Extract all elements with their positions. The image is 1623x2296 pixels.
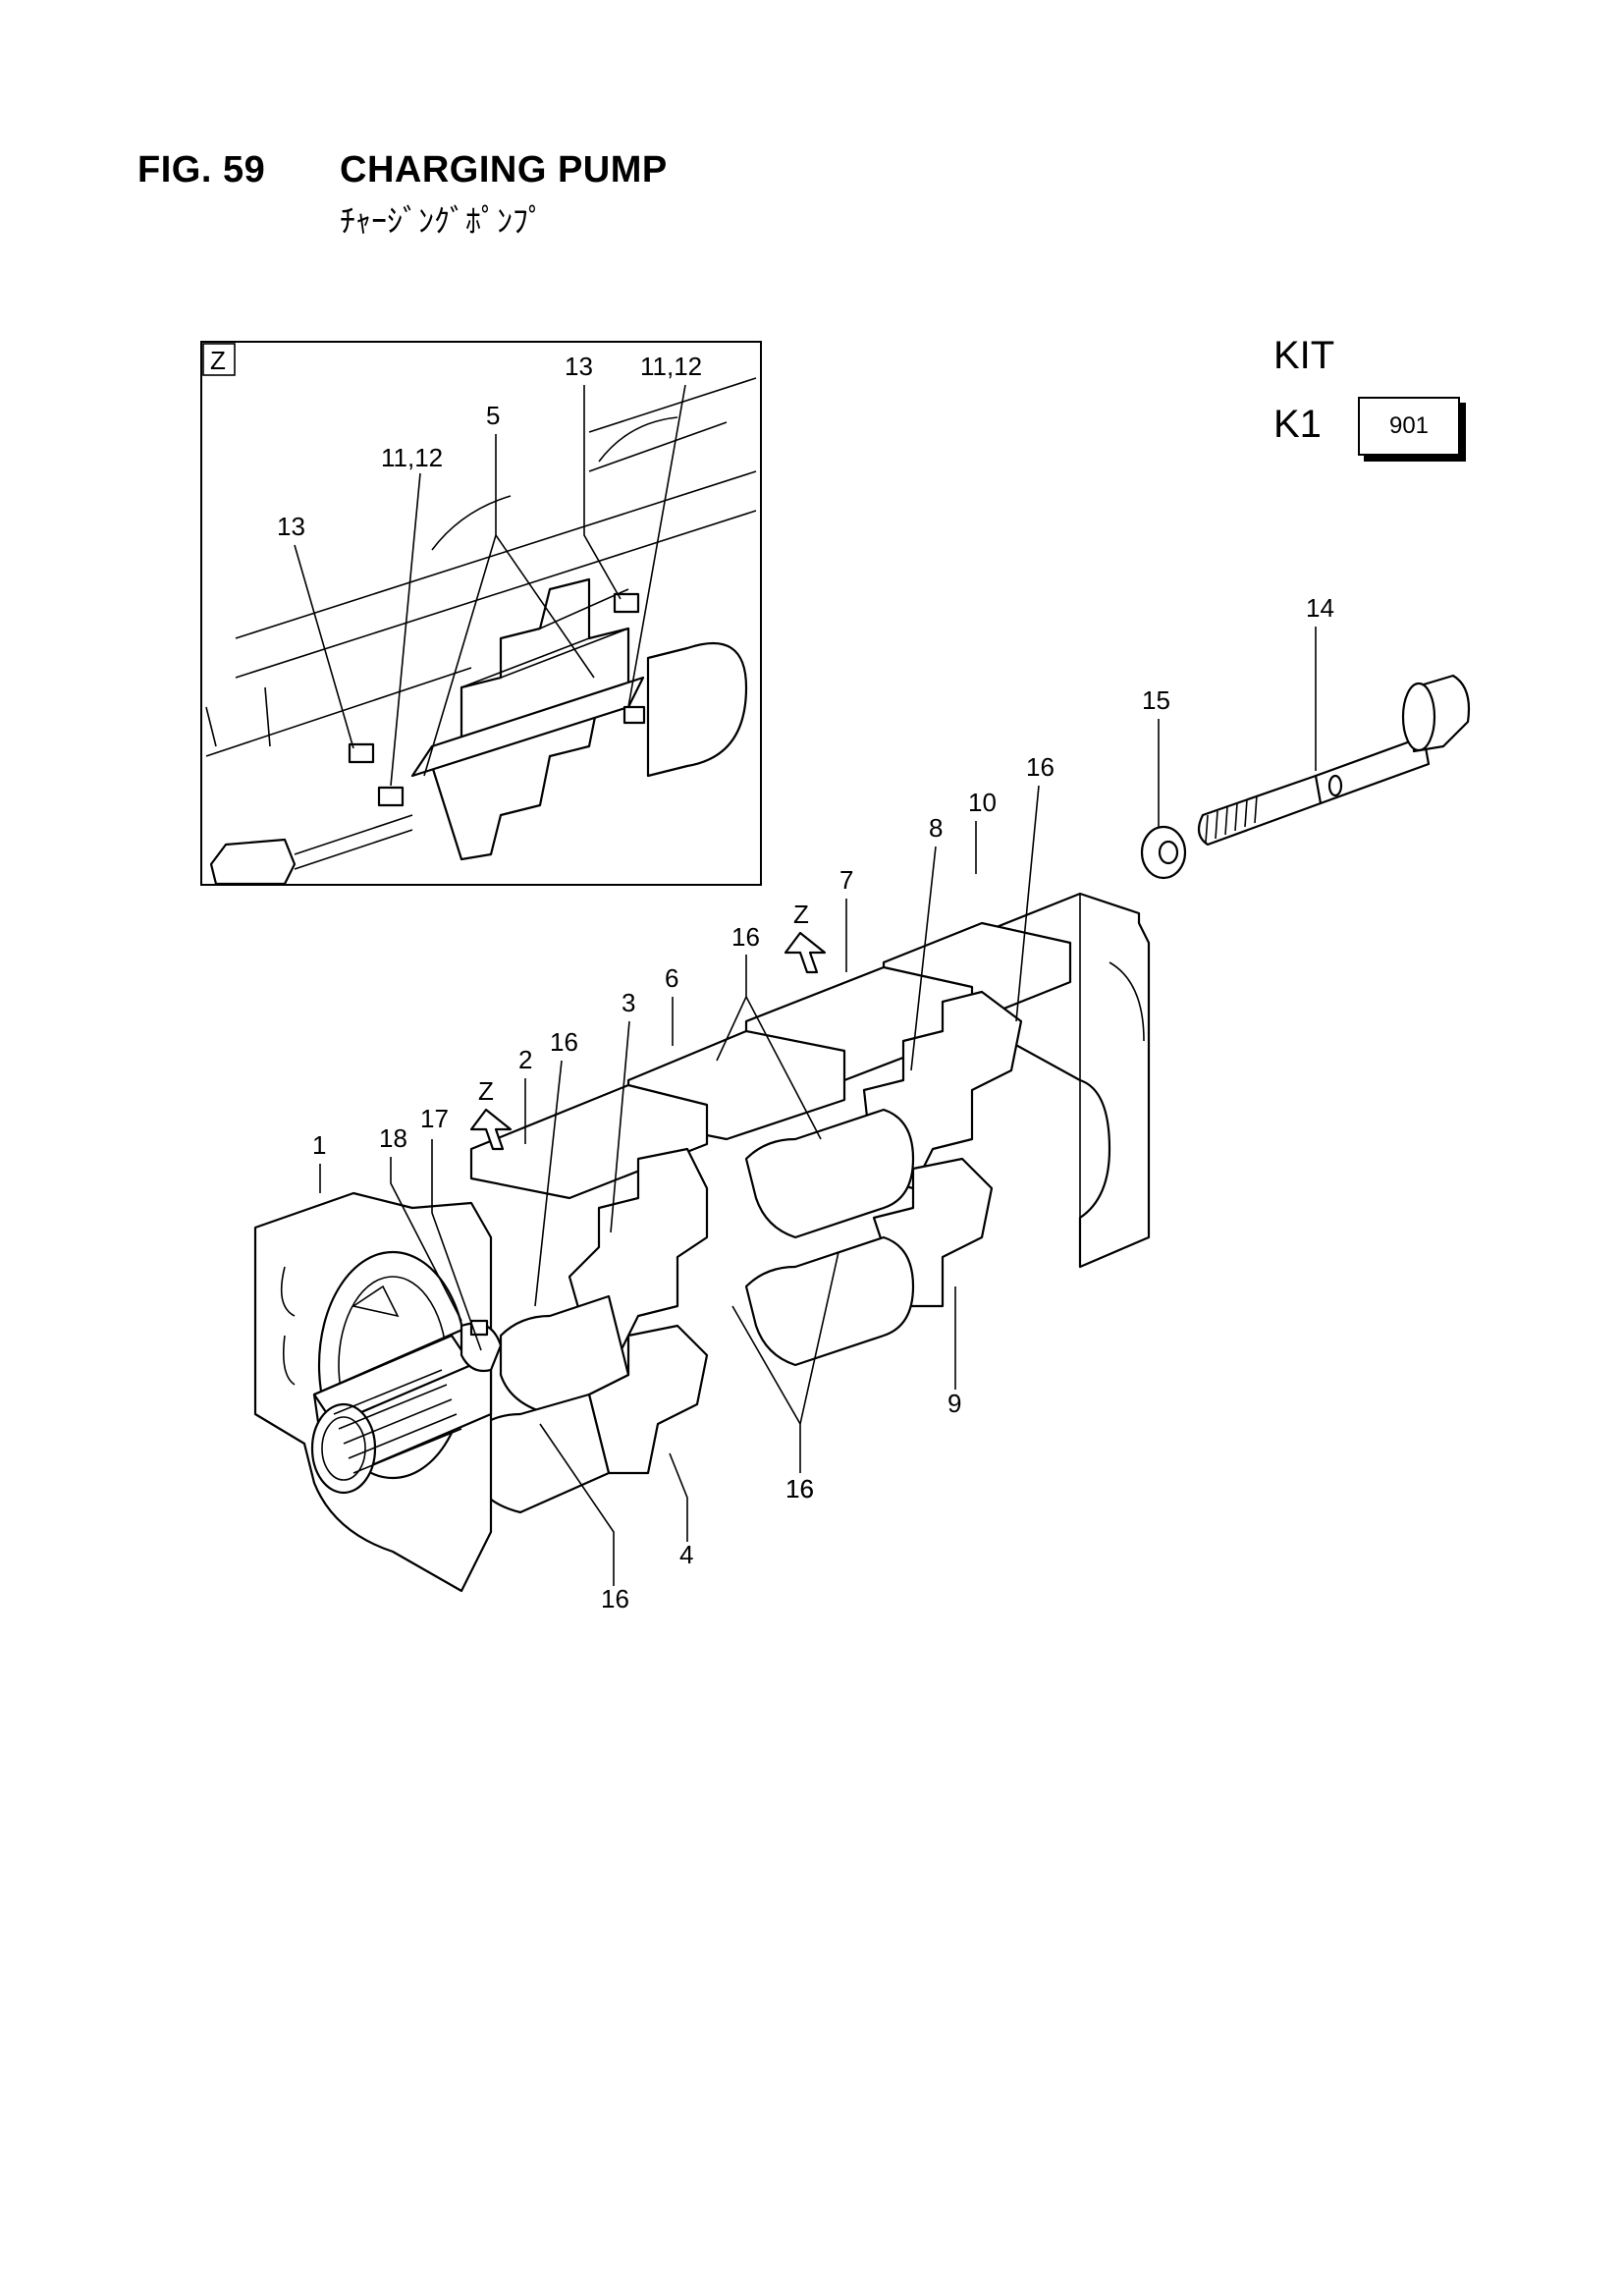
callout-14: 14 [1306, 593, 1334, 623]
callout-16-bottom-right-unused: 16 [785, 1474, 814, 1503]
callout-15: 15 [1142, 685, 1170, 715]
figure-title: CHARGING PUMP [340, 149, 668, 191]
detail-callout-11-12-left: 11,12 [381, 443, 443, 472]
callout-1: 1 [312, 1130, 326, 1160]
callout-6: 6 [665, 963, 678, 993]
callout-4: 4 [679, 1540, 693, 1569]
callout-16-bottom-middle: 16 [785, 1474, 814, 1503]
callout-3: 3 [622, 988, 635, 1017]
pump-assembly: Z Z 1 2 3 4 6 7 8 9 10 14 15 16 16 16 16… [253, 593, 1471, 1613]
detail-callout-5: 5 [486, 401, 500, 430]
kit-part-box: 901 [1358, 397, 1460, 456]
figure-number: FIG. 59 [137, 149, 266, 191]
view-arrow-z-left: Z [478, 1076, 494, 1106]
detail-callout-11-12-right: 11,12 [640, 352, 702, 381]
callout-8: 8 [929, 813, 943, 843]
callout-16-top-middle: 16 [731, 922, 760, 952]
figure-subtitle: ﾁｬｰｼﾞﾝｸﾞﾎﾟﾝﾌﾟ [340, 202, 545, 240]
callout-16-top-left: 16 [550, 1027, 578, 1057]
detail-callout-13-right: 13 [565, 352, 593, 381]
callout-10: 10 [968, 788, 997, 817]
detail-view-label: Z [210, 346, 226, 375]
callout-7: 7 [839, 865, 853, 895]
kit-code: K1 [1273, 403, 1322, 446]
callout-16-bottom-left: 16 [601, 1584, 629, 1613]
callout-18: 18 [379, 1123, 407, 1153]
callout-2: 2 [518, 1045, 532, 1074]
kit-heading: KIT [1273, 334, 1335, 377]
callout-9: 9 [947, 1389, 961, 1418]
callout-17: 17 [420, 1104, 449, 1133]
detail-view-z: Z 13 11,12 5 11,12 13 [200, 341, 762, 886]
callout-16-top-right: 16 [1026, 752, 1055, 782]
view-arrow-z-right: Z [793, 900, 809, 929]
detail-callout-13-left: 13 [277, 512, 305, 541]
